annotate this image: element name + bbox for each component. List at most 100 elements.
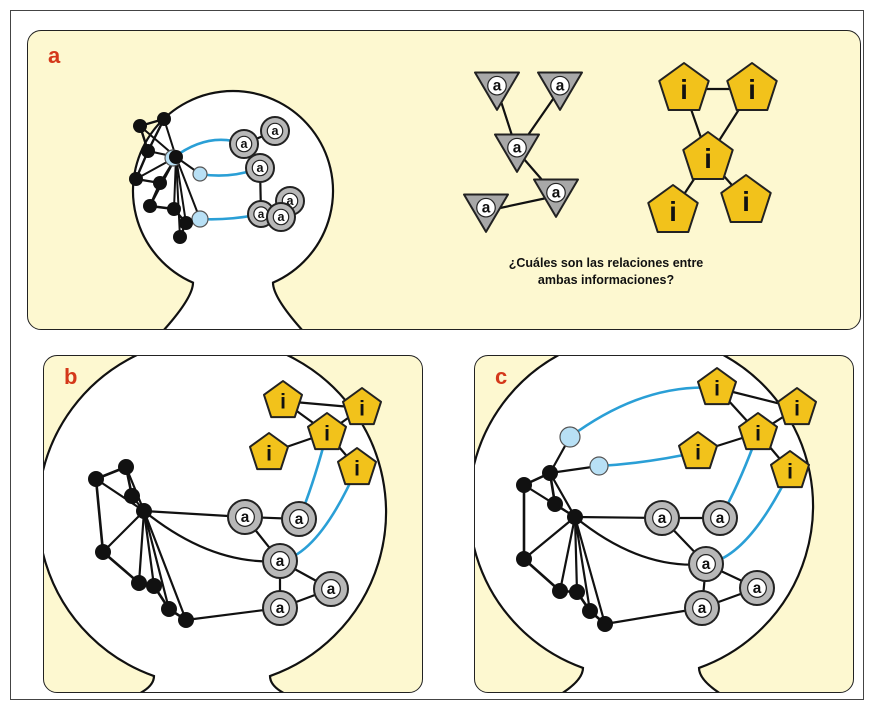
black-node: [178, 612, 194, 628]
i-pentagon-node: [769, 450, 811, 489]
a-node-label: a: [327, 581, 336, 598]
a-node-inner: [289, 509, 309, 529]
i-pentagon-node: [677, 431, 719, 470]
black-node: [141, 144, 155, 158]
black-link: [573, 515, 607, 626]
black-node: [153, 176, 167, 190]
i-pentagon-node: [776, 387, 818, 426]
black-node: [547, 496, 563, 512]
blue-node: [191, 210, 209, 228]
a-triangle-label: a: [552, 185, 561, 202]
a-node-inner: [710, 508, 730, 528]
black-node: [133, 119, 147, 133]
a-node-inner: [272, 208, 290, 226]
i-pentagon-node: [726, 62, 778, 112]
a-node-label: a: [753, 580, 762, 597]
black-node: [169, 150, 183, 164]
i-pentagon-label: i: [755, 423, 761, 446]
i-pentagon-label: i: [669, 196, 677, 227]
black-node: [179, 216, 193, 230]
blue-node: [559, 426, 581, 448]
i-pentagon-label: i: [704, 143, 712, 174]
black-link: [573, 515, 592, 613]
a-node-label: a: [698, 600, 707, 617]
i-pentagon-node: [682, 131, 734, 181]
i-pentagon-node: [647, 184, 699, 234]
panel-c-letter: c: [495, 364, 508, 389]
i-pentagon-node: [341, 387, 383, 426]
i-pentagon-node: [248, 432, 290, 471]
black-link: [175, 156, 201, 220]
a-node-label: a: [240, 137, 248, 151]
a-node-inner: [270, 598, 290, 618]
black-node: [552, 583, 568, 599]
a-node-inner: [251, 159, 269, 177]
black-link: [522, 515, 577, 561]
black-link: [548, 471, 577, 519]
black-node: [542, 465, 558, 481]
i-pentagon-node: [336, 447, 378, 486]
a-triangle-inner: [507, 137, 527, 158]
a-triangle-inner: [487, 75, 507, 96]
i-pentagon-label: i: [742, 186, 750, 217]
black-node: [516, 551, 532, 567]
head-silhouette: [131, 89, 335, 329]
a-node-label: a: [716, 510, 725, 527]
black-link: [137, 509, 146, 585]
i-pentagon-label: i: [354, 458, 360, 481]
a-node-inner: [235, 507, 255, 527]
i-pentagon-node: [262, 380, 304, 419]
black-node: [131, 575, 147, 591]
i-pentagon-label: i: [359, 398, 365, 421]
a-triangle-inner: [546, 182, 566, 203]
black-node: [569, 584, 585, 600]
black-node: [597, 616, 613, 632]
black-link: [142, 509, 188, 622]
a-node-label: a: [258, 208, 265, 221]
a-node-label: a: [256, 161, 264, 175]
a-node-label: a: [658, 510, 667, 527]
black-link: [142, 509, 171, 611]
a-node-inner: [321, 579, 341, 599]
a-triangle-inner: [550, 75, 570, 96]
black-node: [582, 603, 598, 619]
black-node: [173, 230, 187, 244]
a-node-inner: [692, 598, 712, 618]
a-node-label: a: [271, 124, 279, 138]
black-node: [88, 471, 104, 487]
a-triangle-label: a: [513, 140, 522, 157]
black-link: [94, 477, 105, 554]
a-triangle-label: a: [556, 78, 565, 95]
black-node: [146, 578, 162, 594]
a-node-label: a: [702, 556, 711, 573]
a-node-inner: [235, 135, 253, 153]
a-triangle-inner: [476, 197, 496, 218]
a-node-label: a: [286, 194, 294, 208]
black-link: [142, 509, 156, 588]
a-node-inner: [266, 122, 284, 140]
i-pentagon-node: [737, 412, 779, 451]
black-link: [175, 156, 187, 224]
i-pentagon-node: [696, 367, 738, 406]
black-node: [129, 172, 143, 186]
a-triangle-label: a: [493, 78, 502, 95]
i-pentagon-node: [720, 174, 772, 224]
head-silhouette: [475, 356, 815, 692]
a-node-label: a: [276, 553, 285, 570]
a-node-inner: [652, 508, 672, 528]
a-triangle-label: a: [482, 200, 491, 217]
black-node: [567, 509, 583, 525]
i-pentagon-label: i: [266, 443, 272, 466]
black-node: [143, 199, 157, 213]
i-pentagon-label: i: [680, 74, 688, 105]
blue-node: [589, 456, 609, 476]
i-pentagon-label: i: [280, 391, 286, 414]
a-node-label: a: [277, 210, 285, 224]
black-link: [94, 477, 146, 513]
a-node-inner: [270, 551, 290, 571]
